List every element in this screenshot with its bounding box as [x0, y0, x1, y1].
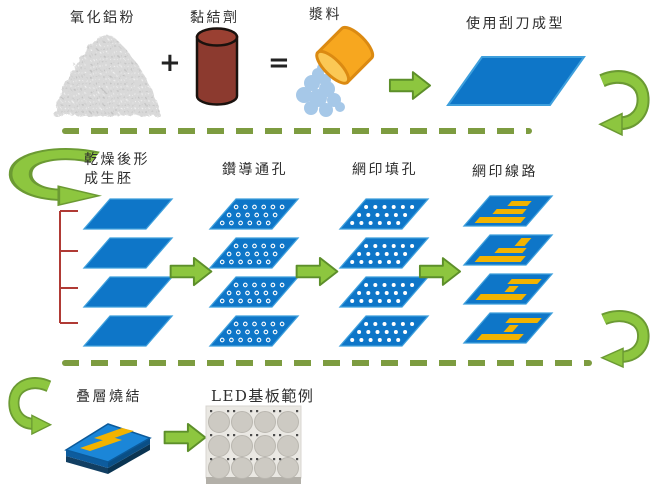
alumina-powder-icon — [54, 35, 162, 116]
dashed-divider — [62, 128, 532, 134]
sheet-stack-drilled — [208, 198, 300, 347]
flow-arrow-icon — [169, 256, 213, 287]
plus-operator: + — [159, 48, 181, 78]
powder-label: 氧化鋁粉 — [70, 10, 136, 26]
equals-operator: = — [268, 48, 290, 78]
led-substrate-photo — [205, 405, 302, 484]
greenbody-label: 乾燥後形 成生胚 — [84, 152, 150, 187]
drill-label: 鑽導通孔 — [222, 162, 288, 178]
curve-arrow-row2-start-icon — [8, 148, 103, 207]
binder-label: 黏結劑 — [190, 10, 240, 26]
slurry-pour-icon — [296, 25, 375, 117]
flow-arrow-icon — [295, 256, 339, 287]
sintered-stack-icon — [64, 423, 152, 474]
binder-cylinder-icon — [195, 27, 239, 106]
sheet-stack-filled — [338, 198, 430, 347]
dashed-divider — [62, 360, 592, 366]
slurry-cup — [315, 25, 375, 85]
sinter-label: 叠層燒結 — [76, 389, 142, 405]
curve-arrow-row2-end-icon — [600, 310, 650, 369]
sheet-stack-circuit — [462, 195, 554, 344]
flow-arrow-icon — [418, 257, 462, 286]
flow-arrow-icon — [163, 422, 207, 453]
sheet-stack-greenbody — [82, 198, 174, 347]
slurry-label: 漿料 — [309, 7, 342, 23]
forming-label: 使用刮刀成型 — [466, 16, 565, 32]
led-example-label: LED基板範例 — [211, 387, 315, 405]
layer-bracket — [59, 210, 78, 324]
curve-arrow-row1-end-icon — [598, 70, 650, 137]
fill-label: 網印填孔 — [352, 162, 418, 178]
curve-arrow-row3-start-icon — [8, 377, 53, 436]
flow-arrow-icon — [388, 71, 432, 100]
cast-sheet-icon — [446, 56, 586, 106]
circuit-label: 網印線路 — [472, 164, 538, 180]
